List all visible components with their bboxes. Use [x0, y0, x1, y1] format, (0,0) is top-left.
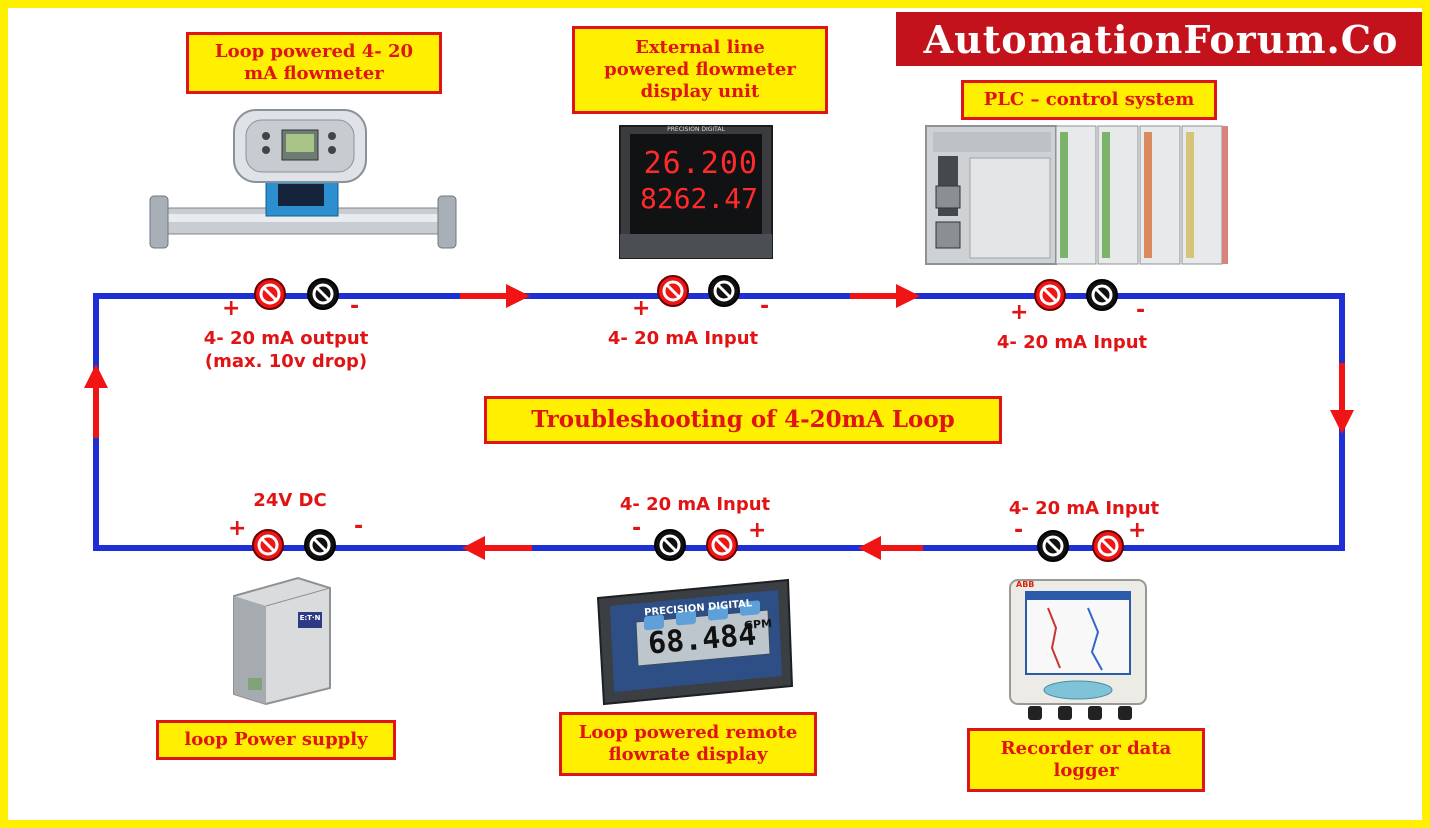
- display-unit-terminal-label: 4- 20 mA Input: [607, 328, 759, 349]
- arrow-left-icon: [462, 536, 485, 560]
- loop-wire: [93, 293, 1345, 551]
- remote-display-image: [596, 578, 794, 706]
- recorder-label-line-2: logger: [1053, 760, 1119, 781]
- plc-image: [925, 125, 1228, 265]
- recorder-image: [1009, 579, 1147, 720]
- recorder-label-box: Recorder or data logger: [967, 728, 1205, 792]
- arrow-down-icon: [1330, 410, 1354, 434]
- recorder-brand: ABB: [1016, 580, 1035, 589]
- plc-minus-terminal-icon: [1085, 278, 1119, 312]
- display-unit-label-box: External line powered flowmeter display …: [572, 26, 828, 114]
- remote-display-label-box: Loop powered remote flowrate display: [559, 712, 817, 776]
- plc-label-box: PLC – control system: [961, 80, 1217, 120]
- power-plus-terminal-icon: [251, 528, 285, 562]
- flowmeter-image: [149, 109, 457, 249]
- flow-arrows: [84, 284, 1354, 560]
- display-unit-brand: PRECISION DIGITAL: [667, 126, 725, 133]
- plc-minus-sign: -: [1136, 298, 1146, 323]
- flowmeter-minus-sign: -: [350, 294, 360, 319]
- flowmeter-label-box: Loop powered 4- 20 mA flowmeter: [186, 32, 442, 94]
- flow-segments: [93, 293, 1345, 551]
- power-supply-brand: E:T·N: [299, 614, 321, 622]
- power-plus-sign: +: [228, 516, 247, 541]
- flowmeter-minus-terminal-icon: [306, 277, 340, 311]
- flowmeter-terminal-text: 4- 20 mA output: [203, 328, 369, 349]
- diagram-title: Troubleshooting of 4-20mA Loop: [531, 405, 955, 433]
- display-plus-terminal-icon: [656, 274, 690, 308]
- recorder-minus-terminal-icon: [1036, 529, 1070, 563]
- title-box: Troubleshooting of 4-20mA Loop: [484, 396, 1002, 444]
- display-unit-label-line-3: display unit: [640, 80, 760, 102]
- remote-plus-sign: +: [748, 518, 767, 543]
- arrow-left-icon: [858, 536, 881, 560]
- recorder-terminal-label: 4- 20 mA Input: [1008, 498, 1160, 519]
- arrow-right-icon: [506, 284, 530, 308]
- remote-display-label-line-1: Loop powered remote: [578, 722, 798, 744]
- remote-display-label-line-2: flowrate display: [608, 744, 768, 765]
- display-unit-label-line-2: powered flowmeter: [604, 59, 796, 81]
- display-unit-image: [619, 125, 773, 259]
- flowmeter-plus-terminal-icon: [253, 277, 287, 311]
- remote-minus-sign: -: [632, 516, 642, 541]
- power-minus-sign: -: [354, 514, 364, 539]
- recorder-plus-sign: +: [1128, 518, 1147, 543]
- remote-display-terminal-label: 4- 20 mA Input: [619, 494, 771, 515]
- plc-plus-terminal-icon: [1033, 278, 1067, 312]
- recorder-minus-sign: -: [1014, 518, 1024, 543]
- plc-label: PLC – control system: [983, 89, 1195, 111]
- recorder-plus-terminal-icon: [1091, 529, 1125, 563]
- display-plus-sign: +: [632, 296, 651, 321]
- flowmeter-plus-sign: +: [222, 296, 241, 321]
- power-supply-image: [233, 576, 331, 706]
- recorder-label-line-1: Recorder or data: [1000, 738, 1172, 760]
- power-supply-label-box: loop Power supply: [156, 720, 396, 760]
- plc-terminal-label: 4- 20 mA Input: [996, 332, 1148, 353]
- brand-logo: AutomationForum.Co: [896, 12, 1422, 66]
- arrow-up-icon: [84, 364, 108, 388]
- power-supply-terminal-label: 24V DC: [253, 490, 327, 511]
- plc-plus-sign: +: [1010, 300, 1029, 325]
- flowmeter-label-line-2: mA flowmeter: [244, 63, 384, 84]
- loop-diagram-svg: [84, 109, 1354, 720]
- flowmeter-terminal-label: 4- 20 mA output (max. 10v drop): [188, 328, 384, 373]
- power-supply-label: loop Power supply: [184, 729, 368, 751]
- flowmeter-label-line-1: Loop powered 4- 20: [214, 41, 414, 63]
- display-unit-label-line-1: External line: [635, 37, 765, 59]
- display-unit-reading-2: 8262.47: [639, 182, 758, 215]
- arrow-right-icon: [896, 284, 920, 308]
- display-minus-terminal-icon: [707, 274, 741, 308]
- display-minus-sign: -: [760, 294, 770, 319]
- power-minus-terminal-icon: [303, 528, 337, 562]
- remote-plus-terminal-icon: [705, 528, 739, 562]
- remote-display-unit: GPM: [743, 616, 773, 633]
- flowmeter-terminal-note: (max. 10v drop): [204, 350, 368, 372]
- remote-minus-terminal-icon: [653, 528, 687, 562]
- display-unit-reading-1: 26.200: [643, 146, 758, 181]
